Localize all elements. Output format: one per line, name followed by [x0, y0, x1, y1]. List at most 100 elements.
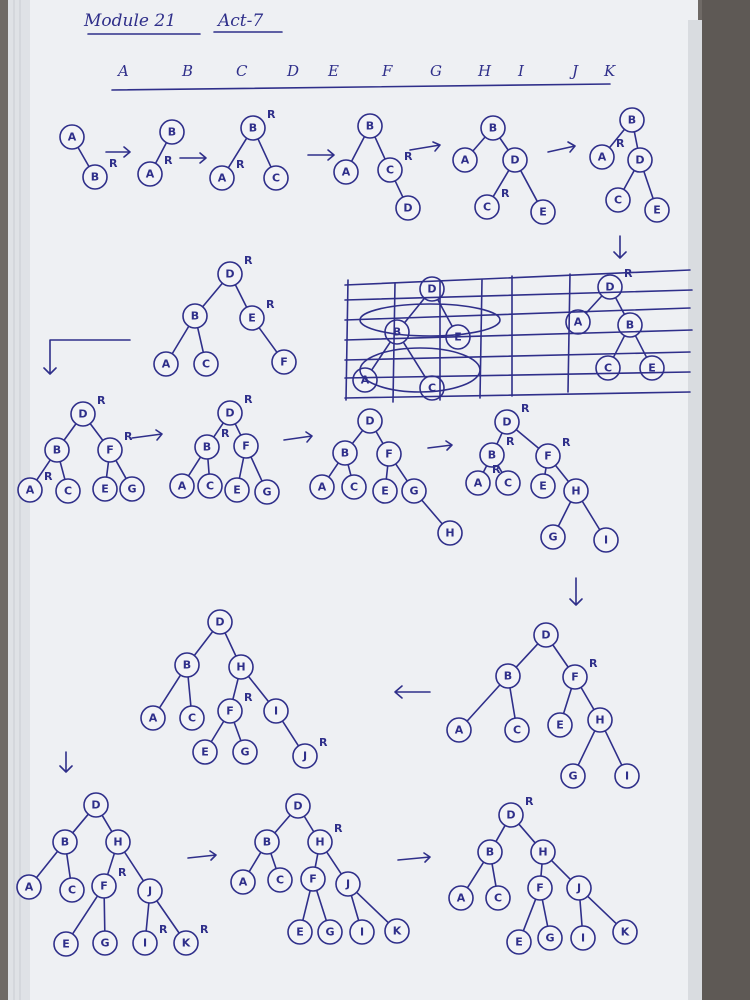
tree-node	[530, 473, 556, 499]
tree-node	[593, 527, 619, 553]
tree-node	[502, 147, 528, 173]
tree-edge	[201, 282, 224, 308]
tree-node	[44, 437, 70, 463]
tree-node-label: G	[545, 932, 554, 945]
tree-node	[254, 829, 280, 855]
tree-node-label: C	[272, 172, 280, 185]
tree-node	[495, 663, 521, 689]
rotation-mark: R	[404, 150, 413, 163]
tree-node	[530, 839, 556, 865]
arrow-4	[409, 141, 441, 152]
tree-edge	[315, 889, 328, 922]
tree-edge	[59, 460, 66, 481]
tree-node	[263, 165, 289, 191]
tree-node	[287, 919, 313, 945]
tree-node	[267, 867, 293, 893]
tree-edge	[210, 720, 225, 743]
tree-edge	[325, 851, 343, 875]
tree-node	[349, 919, 375, 945]
rotation-mark: R	[164, 154, 173, 167]
tree-edge	[258, 326, 278, 354]
rotation-mark: R	[562, 436, 571, 449]
tree-edge	[581, 500, 601, 531]
tree-node-label: A	[146, 168, 155, 181]
tree-node	[566, 875, 592, 901]
tree-node	[357, 113, 383, 139]
tree-node-label: B	[504, 670, 512, 683]
tree-edge	[71, 895, 99, 935]
tree-edge	[303, 815, 315, 833]
tree-node	[140, 705, 166, 731]
tree-node	[307, 829, 333, 855]
page-subtitle: Act-7	[216, 11, 263, 31]
tree-node-label: E	[233, 484, 241, 497]
sequence-letter: A	[116, 62, 129, 80]
tree-node-label: A	[455, 724, 464, 737]
tree-edge	[586, 895, 618, 925]
sequence-letter: I	[517, 62, 525, 80]
tree-node-label: E	[556, 719, 564, 732]
tree-edge	[145, 902, 150, 932]
tree-node-label: A	[318, 481, 327, 494]
tree-node	[644, 197, 670, 223]
tree-edge	[550, 859, 572, 881]
tree-node-label: G	[100, 937, 109, 950]
tree-edge	[355, 891, 390, 924]
tree-node	[92, 930, 118, 956]
tree-node	[341, 474, 367, 500]
sequence-letter: K	[603, 62, 616, 80]
arrow-2	[179, 152, 207, 164]
tree-node	[228, 654, 254, 680]
tree-node	[619, 107, 645, 133]
tree-edge	[274, 814, 291, 834]
rotation-mark: R	[267, 108, 276, 121]
tree-node-label: B	[628, 114, 636, 127]
tree-edge	[562, 687, 573, 715]
tree-node-label: B	[183, 659, 191, 672]
tree-node-label: D	[510, 154, 519, 167]
tree-edge	[544, 467, 547, 475]
tree-node	[589, 144, 615, 170]
tree-node-label: H	[113, 836, 122, 849]
tree-node	[232, 739, 258, 765]
tree-node-label: C	[202, 358, 210, 371]
sequence-letter: F	[381, 62, 393, 80]
tree-node-label: C	[513, 724, 521, 737]
tree-node	[132, 930, 158, 956]
tree-node-label: C	[68, 884, 76, 897]
tree-node-label: C	[428, 382, 436, 395]
tree-node	[527, 875, 553, 901]
tree-edge	[557, 500, 572, 528]
tree-edge	[103, 897, 106, 932]
tree-t1: ABR	[59, 124, 118, 190]
tree-edge	[247, 675, 270, 703]
tree-edge	[540, 863, 543, 877]
tree-edge	[187, 456, 202, 477]
tree-node	[570, 925, 596, 951]
arrow-left	[394, 685, 431, 699]
tree-node-label: D	[225, 407, 234, 420]
tree-node	[217, 261, 243, 287]
tree-node	[504, 717, 530, 743]
tree-node	[209, 165, 235, 191]
tree-node	[52, 829, 78, 855]
tree-node-label: F	[242, 440, 250, 453]
tree-node-label: K	[621, 926, 630, 939]
rotation-mark: R	[244, 691, 253, 704]
tree-node	[233, 433, 259, 459]
tree-node-label: H	[538, 846, 547, 859]
tree-edge	[101, 814, 113, 833]
tree-node	[193, 351, 219, 377]
tree-node-label: D	[403, 202, 412, 215]
tree-node-label: C	[614, 194, 622, 207]
arrow-down-1	[613, 235, 627, 259]
rotation-mark: R	[44, 470, 53, 483]
tree-node-label: E	[653, 204, 661, 217]
arrow-7	[283, 431, 313, 443]
tree-node-label: J	[147, 885, 152, 898]
tree-edge	[171, 325, 190, 355]
